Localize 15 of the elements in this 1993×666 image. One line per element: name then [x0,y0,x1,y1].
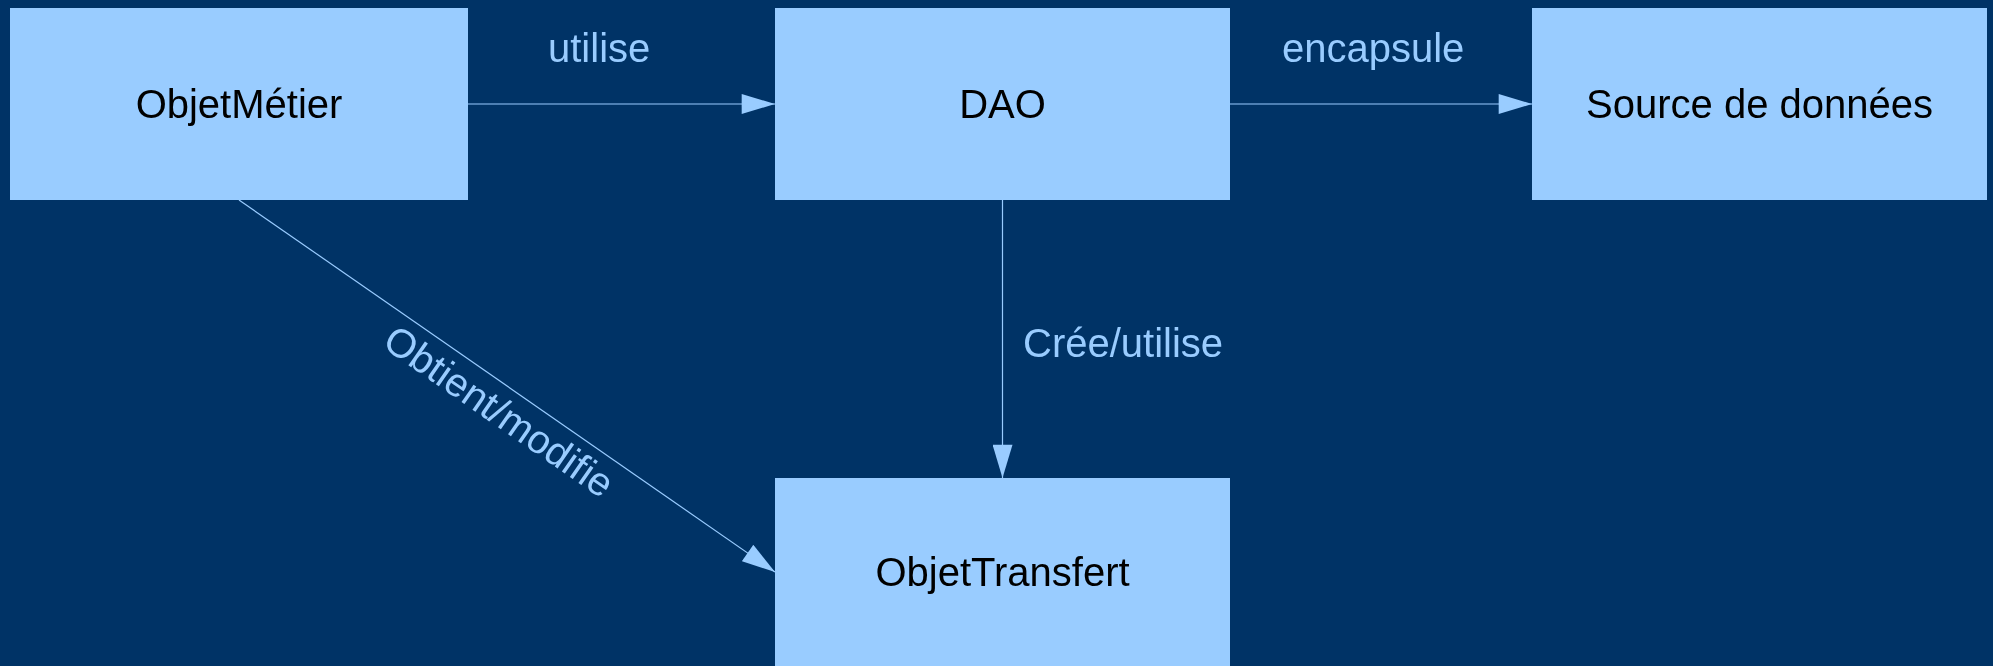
arrow [467,94,776,114]
node-label: ObjetTransfert [875,549,1130,595]
node-label: ObjetMétier [135,81,343,127]
class-box [775,478,1230,666]
arrow [1229,94,1533,114]
node-label: DAO [959,81,1046,127]
class-box [10,8,468,200]
arrow [992,199,1013,479]
edge-label: encapsule [1282,28,1465,68]
edge-label: Crée/utilise [1023,323,1224,363]
edge-label: utilise [548,28,651,68]
node-label: Source de données [1586,81,1933,127]
arrow [238,199,776,573]
class-box [775,8,1230,200]
class-box [1532,8,1987,200]
